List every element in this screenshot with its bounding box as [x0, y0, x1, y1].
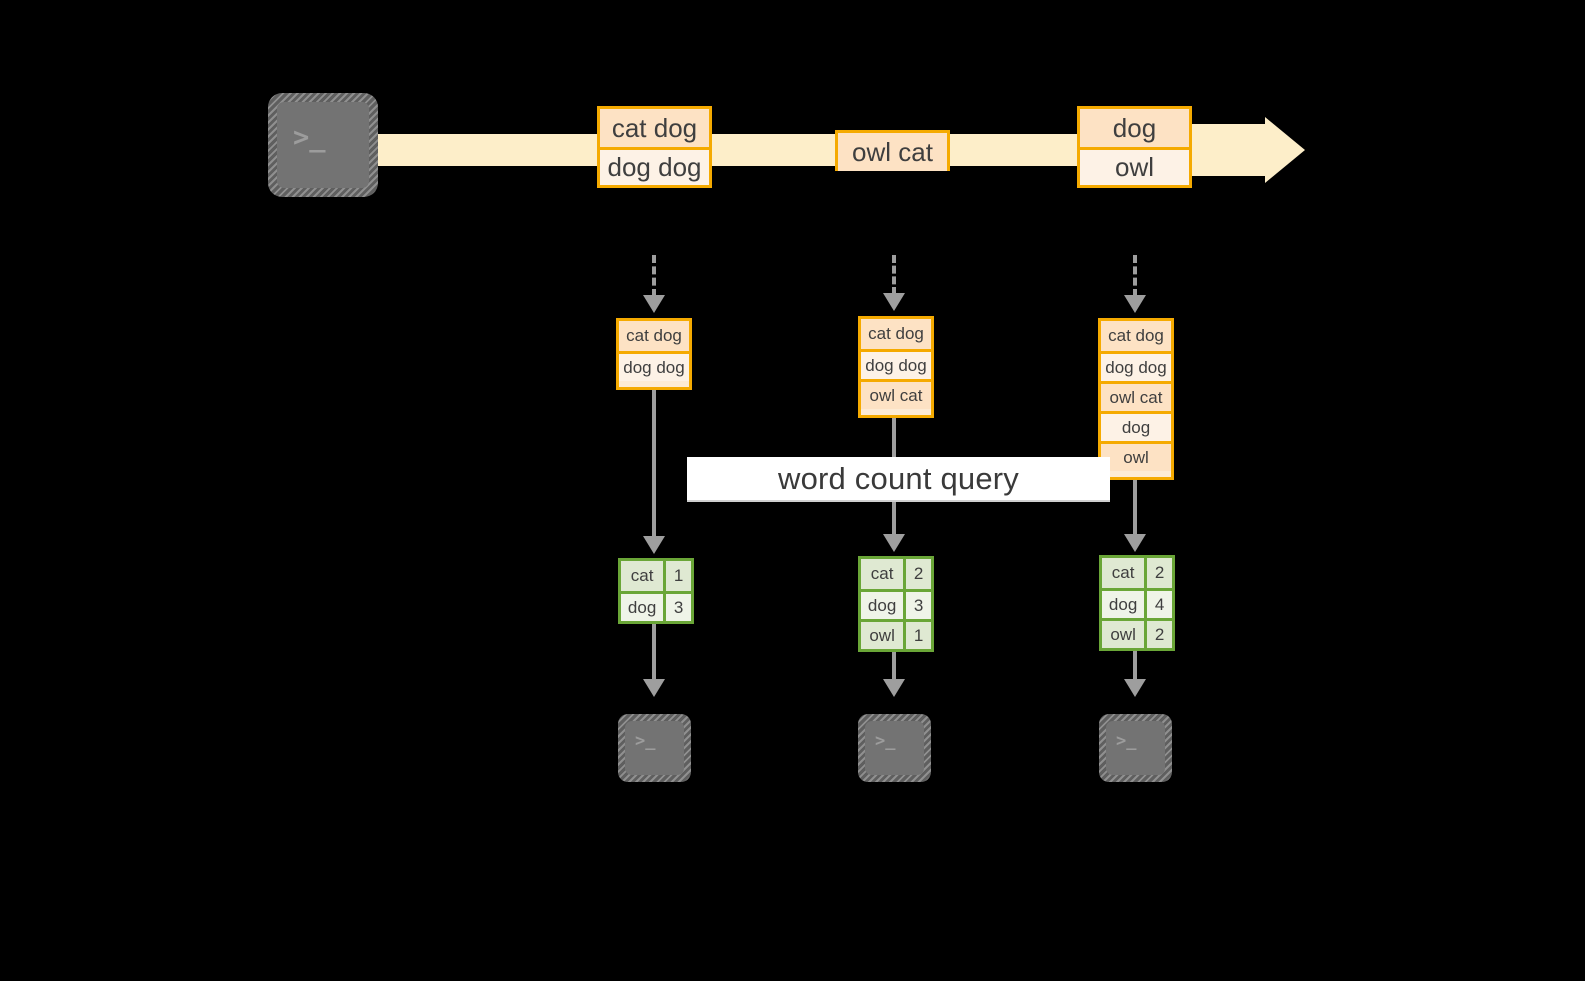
- table-row: owl 1: [861, 619, 931, 649]
- stream-arrow-head: [1265, 117, 1305, 183]
- result-word-cell: cat: [621, 561, 664, 591]
- result-count-cell: 3: [663, 594, 691, 621]
- query-label-band: word count query: [687, 457, 1110, 502]
- connector-arrowhead: [643, 679, 665, 697]
- result-to-sink-connector-3: [1133, 651, 1137, 681]
- result-count-cell: 3: [903, 592, 931, 619]
- table-row: dog 4: [1102, 588, 1172, 618]
- query-label: word count query: [778, 460, 1019, 496]
- record-row: owl cat: [1101, 381, 1171, 411]
- connector-arrowhead: [1124, 534, 1146, 552]
- result-count-cell: 4: [1144, 591, 1172, 618]
- result-count-cell: 2: [1144, 621, 1172, 648]
- terminal-prompt-label: >_: [1116, 731, 1137, 751]
- terminal-screen: [277, 102, 369, 188]
- snapshot-table-1: cat dog dog dog: [616, 318, 692, 390]
- record-row: dog dog: [1101, 351, 1171, 381]
- record-row: cat dog: [1101, 321, 1171, 351]
- stream-to-snapshot-connector-2: [892, 255, 896, 295]
- result-word-cell: dog: [621, 594, 664, 621]
- stream-to-snapshot-connector-1: [652, 255, 656, 297]
- connector-arrowhead: [883, 679, 905, 697]
- result-word-cell: cat: [861, 559, 904, 589]
- connector-arrowhead: [883, 534, 905, 552]
- result-to-sink-connector-2: [892, 652, 896, 681]
- terminal-screen: [625, 721, 684, 775]
- connector-arrowhead: [1124, 679, 1146, 697]
- record-row: owl: [1101, 441, 1171, 471]
- result-table-3: cat 2 dog 4 owl 2: [1099, 555, 1175, 651]
- sink-terminal-icon-1: >_: [618, 714, 691, 782]
- snapshot-to-result-connector-3: [1133, 480, 1137, 536]
- connector-arrowhead: [643, 295, 665, 313]
- result-table-1: cat 1 dog 3: [618, 558, 694, 624]
- terminal-screen: [1106, 721, 1165, 775]
- source-terminal-icon: >_: [268, 93, 378, 197]
- result-word-cell: dog: [861, 592, 904, 619]
- connector-arrowhead: [1124, 295, 1146, 313]
- stream-batch-1: cat dog dog dog: [597, 106, 712, 188]
- record-row: owl cat: [838, 133, 947, 171]
- snapshot-table-2: cat dog dog dog owl cat: [858, 316, 934, 418]
- connector-arrowhead: [643, 536, 665, 554]
- terminal-screen: [865, 721, 924, 775]
- stream-batch-3: dog owl: [1077, 106, 1192, 188]
- record-row: owl: [1080, 147, 1189, 185]
- result-table-2: cat 2 dog 3 owl 1: [858, 556, 934, 652]
- result-count-cell: 2: [1144, 558, 1172, 588]
- snapshot-table-3: cat dog dog dog owl cat dog owl: [1098, 318, 1174, 480]
- stream-to-snapshot-connector-3: [1133, 255, 1137, 297]
- table-row: cat 1: [621, 561, 691, 591]
- record-row: dog dog: [600, 147, 709, 185]
- result-count-cell: 1: [903, 622, 931, 649]
- table-row: owl 2: [1102, 618, 1172, 648]
- record-row: dog: [1101, 411, 1171, 441]
- record-row: cat dog: [619, 321, 689, 351]
- result-word-cell: cat: [1102, 558, 1145, 588]
- record-row: cat dog: [600, 109, 709, 147]
- result-word-cell: dog: [1102, 591, 1145, 618]
- result-to-sink-connector-1: [652, 624, 656, 681]
- record-row: owl cat: [861, 379, 931, 409]
- table-row: cat 2: [1102, 558, 1172, 588]
- record-row: dog dog: [861, 349, 931, 379]
- result-word-cell: owl: [861, 622, 904, 649]
- record-row: dog dog: [619, 351, 689, 381]
- sink-terminal-icon-2: >_: [858, 714, 931, 782]
- connector-arrowhead: [883, 293, 905, 311]
- table-row: dog 3: [861, 589, 931, 619]
- result-count-cell: 2: [903, 559, 931, 589]
- snapshot-to-result-connector-1: [652, 390, 656, 538]
- result-count-cell: 1: [663, 561, 691, 591]
- terminal-prompt-label: >_: [875, 731, 896, 751]
- stream-batch-2: owl cat: [835, 130, 950, 171]
- stream-arrow-shaft: [1190, 124, 1265, 176]
- record-row: dog: [1080, 109, 1189, 147]
- sink-terminal-icon-3: >_: [1099, 714, 1172, 782]
- record-row: cat dog: [861, 319, 931, 349]
- table-row: dog 3: [621, 591, 691, 621]
- terminal-prompt-label: >_: [635, 731, 656, 751]
- table-row: cat 2: [861, 559, 931, 589]
- terminal-prompt-label: >_: [293, 122, 326, 153]
- result-word-cell: owl: [1102, 621, 1145, 648]
